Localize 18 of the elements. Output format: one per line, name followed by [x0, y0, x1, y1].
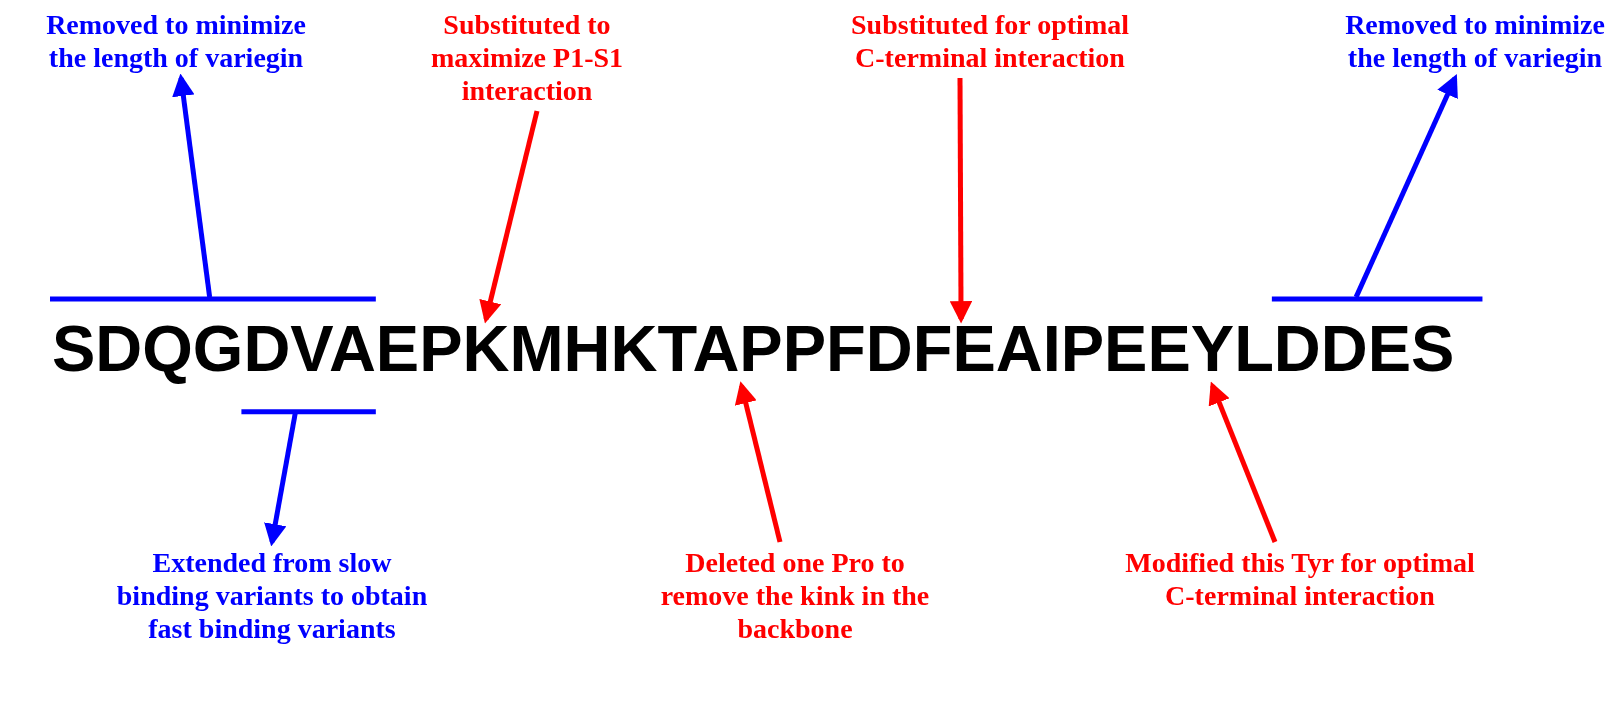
annotation-text: Substituted for optimal C-terminal interaction [850, 8, 1130, 74]
annotation-text: Modified this Tyr for optimal C-terminal interaction [1120, 546, 1480, 612]
annotation-text: Substituted to maximize P1-S1 interaction [397, 8, 657, 107]
sequence-text: SDQGDVAEPKMHKTAPPFDFEAIPEEYLDDES [52, 311, 1455, 386]
bracket-bar [50, 296, 376, 302]
bracket-bar [1271, 296, 1483, 302]
arrow [1353, 73, 1458, 299]
annotation-text: Removed to minimize the length of variegin [1345, 8, 1605, 74]
arrow [479, 110, 540, 324]
annotation-text: Deleted one Pro to remove the kink in the backbone [645, 546, 945, 645]
annotation-text: Extended from slow binding variants to obtain fast binding variants [112, 546, 432, 645]
arrow [1208, 381, 1278, 543]
arrow [949, 78, 973, 324]
arrow [264, 413, 298, 547]
arrow [172, 73, 213, 298]
bracket-bar [241, 409, 376, 415]
arrow [734, 381, 783, 543]
annotation-text: Removed to minimize the length of variegin [46, 8, 306, 74]
